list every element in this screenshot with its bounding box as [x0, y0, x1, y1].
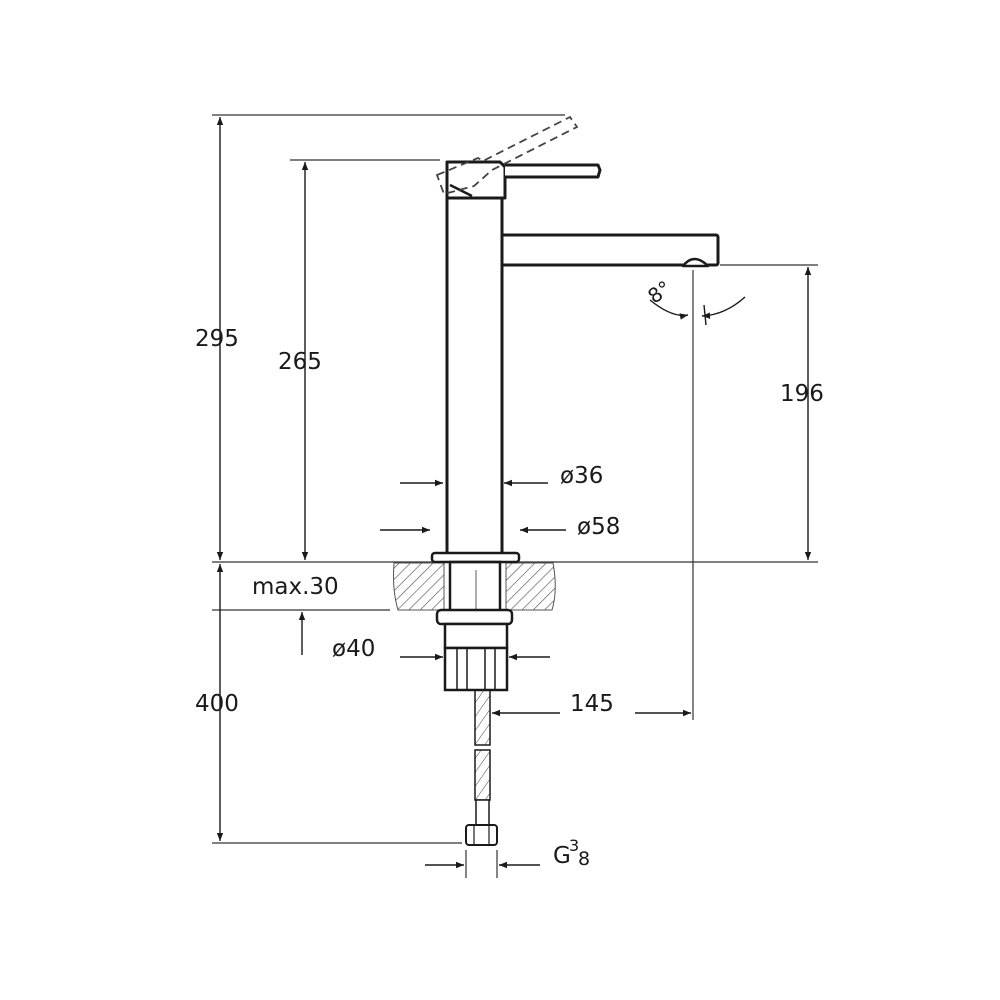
dimension-lines	[216, 117, 812, 869]
extension-lines	[212, 114, 818, 878]
connection-numerator: 3	[569, 836, 580, 855]
angle-arc	[649, 299, 689, 320]
faucet-column	[445, 196, 504, 556]
faucet-body	[445, 160, 720, 556]
fixing-nut	[443, 646, 509, 692]
label-d58: ø58	[577, 514, 621, 540]
handle-lever	[505, 163, 602, 179]
aerator	[681, 257, 710, 268]
flange	[430, 551, 521, 564]
spout	[498, 233, 720, 267]
fixing-nut-top	[435, 608, 514, 626]
connection-denominator: 8	[578, 848, 591, 870]
mounting-hardware	[430, 551, 521, 846]
label-265: 265	[278, 349, 322, 375]
label-196: 196	[780, 381, 824, 407]
hose-upper	[474, 689, 491, 746]
label-400: 400	[195, 691, 239, 717]
label-295: 295	[195, 326, 239, 352]
label-145: 145	[570, 691, 614, 717]
label-d40: ø40	[332, 636, 376, 662]
hose-lower	[474, 749, 491, 801]
countertop-section	[393, 562, 556, 611]
label-max30: max.30	[252, 574, 339, 600]
hose-nut	[465, 824, 498, 846]
shank	[448, 560, 502, 614]
connection-prefix: G	[553, 843, 571, 869]
handle-open-position	[435, 115, 579, 196]
label-d36: ø36	[560, 463, 604, 489]
